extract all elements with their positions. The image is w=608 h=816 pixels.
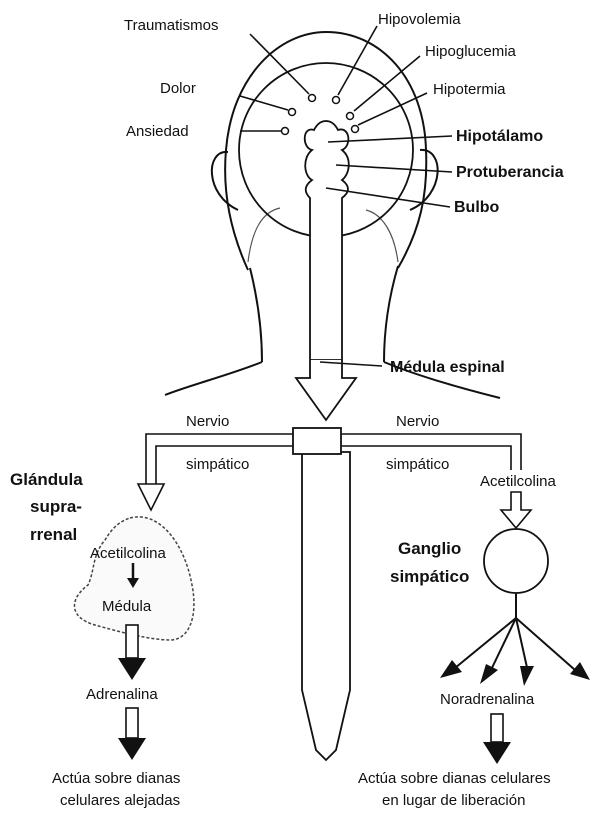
- left-acetilcolina: Acetilcolina: [90, 545, 167, 562]
- right-hormone-noradrenalina: Noradrenalina: [440, 691, 535, 708]
- stimulus-dolor: Dolor: [160, 80, 196, 97]
- receptor-dot: [347, 113, 354, 120]
- ganglio-title-line1: Ganglio: [398, 539, 461, 558]
- left-effect-line2: celulares alejadas: [60, 792, 180, 809]
- right-ach-arrow: [501, 492, 531, 528]
- right-simpatico-label: simpático: [386, 456, 449, 473]
- junction-box: [293, 428, 341, 454]
- receptor-dot: [352, 126, 359, 133]
- right-nervio-label: Nervio: [396, 413, 439, 430]
- stimulus-hipotermia: Hipotermia: [433, 81, 506, 98]
- stimulus-ansiedad: Ansiedad: [126, 123, 189, 140]
- receptor-dot: [289, 109, 296, 116]
- right-effect-line2: en lugar de liberación: [382, 792, 525, 809]
- gland-title-line2: supra-: [30, 497, 82, 516]
- receptor-dot: [309, 95, 316, 102]
- label-medula-espinal: Médula espinal: [390, 359, 505, 376]
- receptor-dot: [282, 128, 289, 135]
- spinal-column-lower: [293, 428, 350, 760]
- ganglio-title-line2: simpático: [390, 567, 469, 586]
- left-nervio-label: Nervio: [186, 413, 229, 430]
- stimulus-hipovolemia: Hipovolemia: [378, 11, 461, 28]
- shoulder-left: [165, 362, 262, 395]
- stimulus-traumatismos: Traumatismos: [124, 17, 218, 34]
- left-effect-line1: Actúa sobre dianas: [52, 770, 180, 787]
- brainstem: [305, 121, 349, 360]
- gland-title-line3: rrenal: [30, 525, 77, 544]
- gland-title-line1: Glándula: [10, 470, 83, 489]
- neck-left: [250, 268, 262, 362]
- ganglion-circle: [484, 529, 548, 593]
- stimulus-hipoglucemia: Hipoglucemia: [425, 43, 517, 60]
- right-arrow-to-effect: [483, 714, 511, 764]
- ganglion-fibers: [455, 593, 575, 672]
- label-hipotalamo: Hipotálamo: [456, 128, 543, 145]
- left-hormone-adrenalina: Adrenalina: [86, 686, 158, 703]
- label-bulbo: Bulbo: [454, 199, 500, 216]
- right-acetilcolina: Acetilcolina: [480, 473, 557, 490]
- spinal-cord: [296, 360, 356, 420]
- receptor-dot: [333, 97, 340, 104]
- stimulus-lines: [240, 26, 452, 366]
- label-protuberancia: Protuberancia: [456, 164, 564, 181]
- right-effect-line1: Actúa sobre dianas celulares: [358, 770, 551, 787]
- left-arrow-to-effect: [118, 708, 146, 760]
- left-simpatico-label: simpático: [186, 456, 249, 473]
- left-medula: Médula: [102, 598, 152, 615]
- neck-right: [384, 266, 398, 362]
